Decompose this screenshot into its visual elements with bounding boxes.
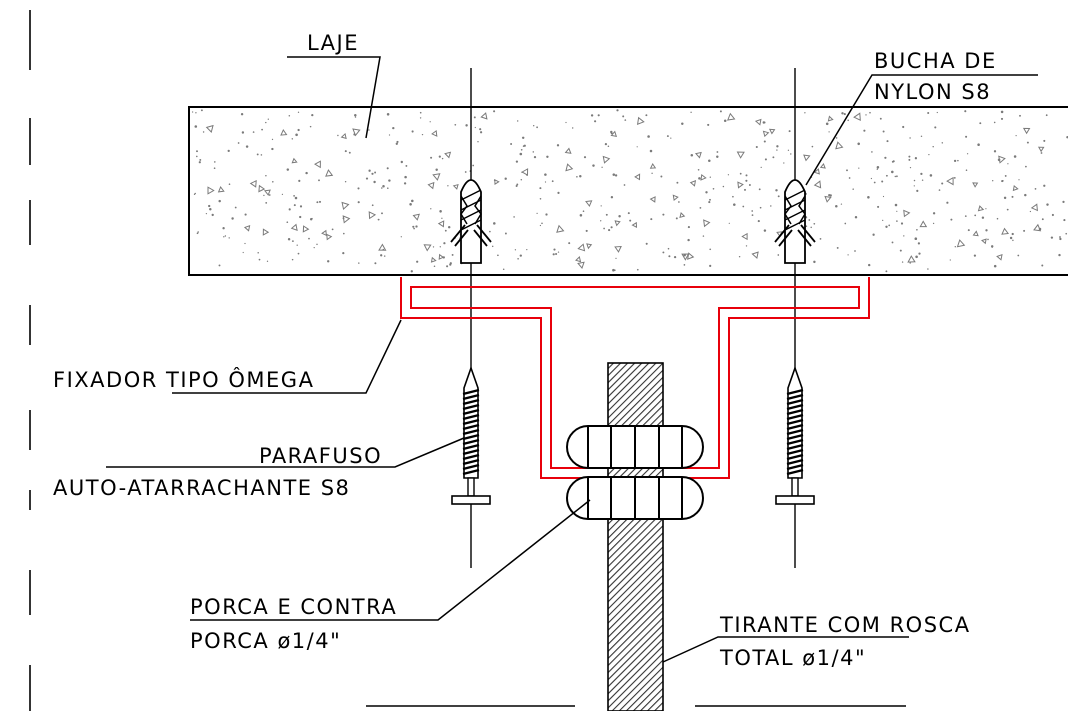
leader-lines (106, 56, 1038, 663)
label-parafuso-line2: AUTO-ATARRACHANTE S8 (53, 476, 350, 500)
label-laje: LAJE (307, 31, 359, 55)
nylon-anchor-icon (450, 179, 492, 264)
label-porca-line1: PORCA E CONTRA (190, 595, 397, 619)
label-fixador: FIXADOR TIPO ÔMEGA (53, 367, 314, 392)
self-tapping-screw-icon (451, 365, 491, 505)
threaded-rod (607, 362, 664, 711)
self-tapping-screw-icon (775, 365, 815, 505)
label-parafuso-line1: PARAFUSO (259, 444, 382, 468)
label-bucha-line1: BUCHA DE (874, 49, 997, 73)
concrete-slab (188, 106, 1068, 276)
label-bucha-line2: NYLON S8 (874, 80, 991, 104)
label-tirante-line2: TOTAL ø1/4" (719, 646, 866, 670)
label-tirante-line1: TIRANTE COM ROSCA (719, 613, 971, 637)
nylon-anchor-icon (774, 179, 816, 264)
label-porca-line2: PORCA ø1/4" (190, 629, 341, 653)
hex-nut-icon (566, 476, 704, 520)
hex-nut-icon (566, 425, 704, 469)
